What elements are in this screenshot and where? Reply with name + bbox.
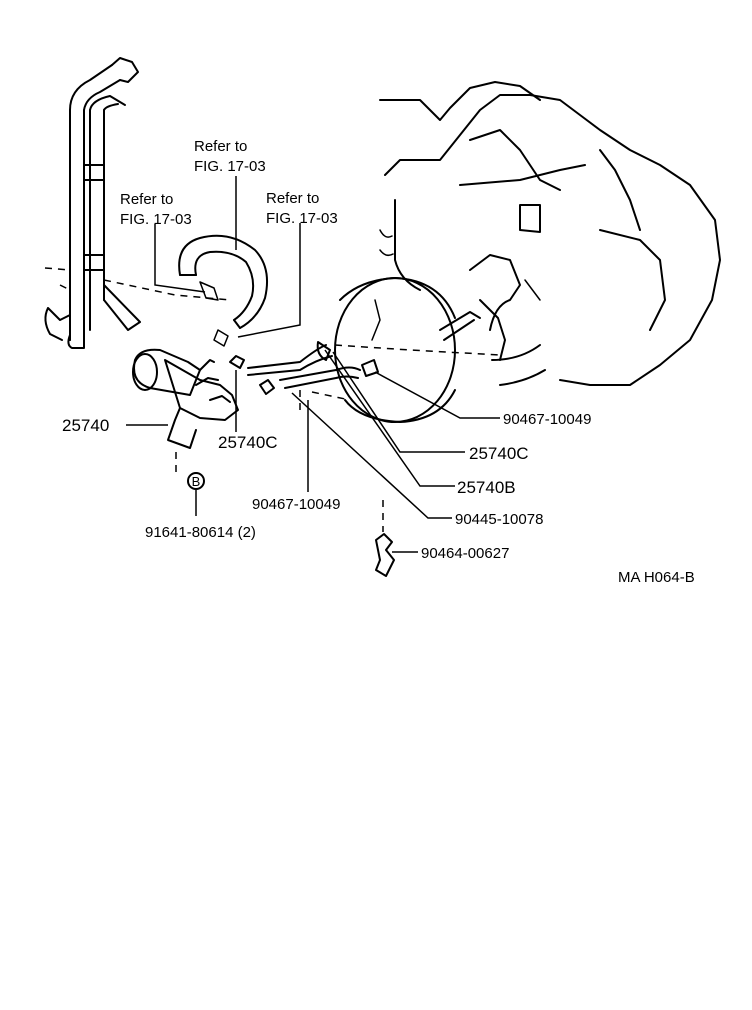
heater-hose-upper (178, 234, 268, 347)
ref-label-3: Refer to FIG. 17-03 (266, 190, 338, 227)
hose-clamps-middle (229, 341, 379, 395)
assembly-dashed-lines (299, 390, 351, 412)
part-label-25740c-left: 25740C (218, 433, 278, 452)
part-label-90467-bottom: 90467-10049 (252, 496, 340, 513)
leader-lines (126, 176, 500, 553)
engine-block (379, 81, 721, 386)
part-label-25740: 25740 (62, 416, 109, 435)
bolt-symbol-label: B (192, 474, 201, 489)
vacuum-valve-25740 (132, 348, 239, 449)
ref-label-2: Refer to FIG. 17-03 (120, 191, 192, 228)
heater-pipe-assembly (44, 57, 231, 349)
ref-label-1: Refer to FIG. 17-03 (194, 138, 266, 175)
ref-label-2-line1: Refer to (120, 191, 173, 208)
bolt-symbol-b: B (175, 452, 205, 516)
clip-90464 (375, 500, 395, 577)
part-label-25740c-right: 25740C (469, 444, 529, 463)
ref-label-1-line1: Refer to (194, 138, 247, 155)
brake-booster (334, 277, 501, 423)
part-label-90467-right: 90467-10049 (503, 411, 591, 428)
ref-label-3-line2: FIG. 17-03 (266, 210, 338, 227)
ref-label-1-line2: FIG. 17-03 (194, 158, 266, 175)
diagram-code: MA H064-B (618, 569, 695, 586)
part-label-90464: 90464-00627 (421, 545, 509, 562)
part-label-25740b: 25740B (457, 478, 516, 497)
part-label-91641: 91641-80614 (2) (145, 524, 256, 541)
ref-label-3-line1: Refer to (266, 190, 319, 207)
ref-label-2-line2: FIG. 17-03 (120, 211, 192, 228)
part-label-90445: 90445-10078 (455, 511, 543, 528)
